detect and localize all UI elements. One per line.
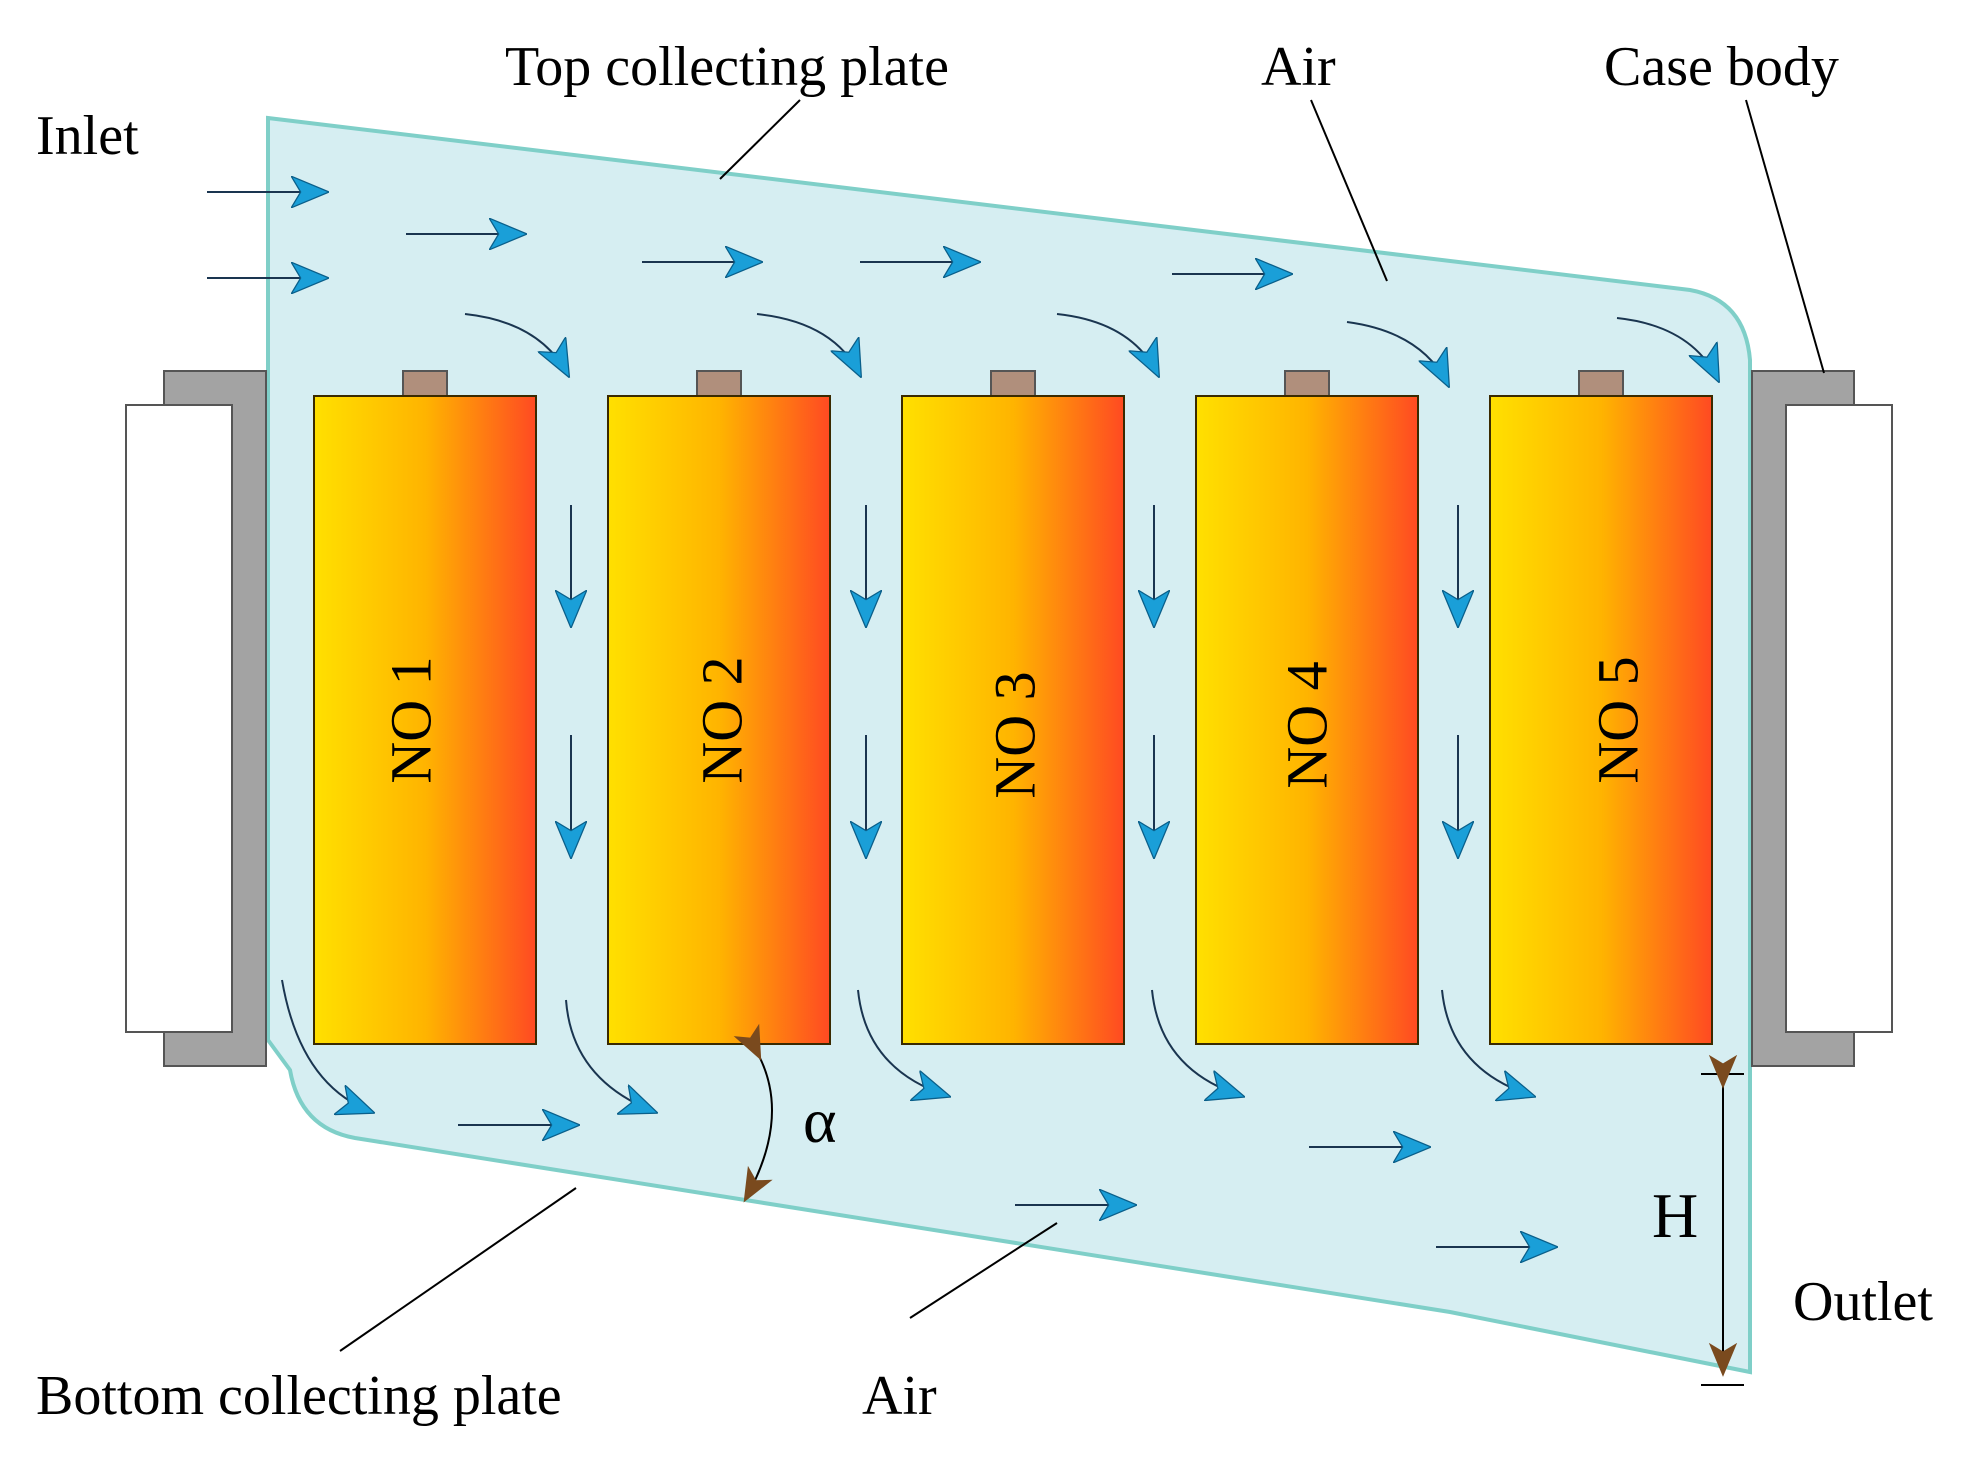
case-body-right <box>1751 370 1893 1067</box>
cell-terminal <box>990 370 1036 397</box>
alpha-angle-arrow <box>733 1023 773 1203</box>
flow-arrow <box>464 313 568 375</box>
case-body-left <box>125 370 267 1067</box>
flow-arrow <box>281 979 372 1112</box>
battery-cell-4: NO 4 <box>1195 370 1419 1045</box>
flow-arrow <box>1056 313 1158 375</box>
cell-terminal <box>1284 370 1330 397</box>
flow-arrow <box>756 313 860 375</box>
leader-air-top <box>1310 99 1388 282</box>
flow-arrow <box>1441 989 1533 1096</box>
flow-arrow <box>857 989 948 1096</box>
height-symbol: H <box>1652 1180 1698 1251</box>
cell-body <box>1489 395 1713 1045</box>
cell-terminal <box>1578 370 1624 397</box>
cell-body <box>901 395 1125 1045</box>
cell-label: NO 2 <box>690 656 755 783</box>
cell-body <box>1195 395 1419 1045</box>
battery-cells: NO 1 NO 2 NO 3 NO 4 NO 5 <box>313 370 1713 1045</box>
battery-cell-3: NO 3 <box>901 370 1125 1045</box>
leader-case-body <box>1745 99 1825 374</box>
cell-label: NO 3 <box>983 671 1048 798</box>
flow-arrow <box>1151 989 1242 1096</box>
cell-body <box>313 395 537 1045</box>
alpha-symbol: α <box>803 1085 837 1156</box>
label-bottom-collecting-plate: Bottom collecting plate <box>36 1365 562 1427</box>
flow-arrow <box>565 999 655 1112</box>
cell-label: NO 5 <box>1586 656 1651 783</box>
battery-cell-2: NO 2 <box>607 370 831 1045</box>
label-outlet: Outlet <box>1793 1271 1933 1333</box>
leader-air-bottom <box>909 1222 1058 1319</box>
cell-label: NO 4 <box>1275 661 1340 788</box>
airflow-arrows <box>207 192 1718 1247</box>
height-dimension: H <box>1652 1054 1744 1386</box>
label-case-body: Case body <box>1604 36 1839 98</box>
label-top-collecting-plate: Top collecting plate <box>505 36 949 98</box>
battery-cell-1: NO 1 <box>313 370 537 1045</box>
flow-arrow <box>1346 321 1448 385</box>
flow-arrow <box>1616 317 1718 380</box>
label-air-bottom: Air <box>862 1365 937 1427</box>
battery-cell-5: NO 5 <box>1489 370 1713 1045</box>
cell-label: NO 1 <box>379 656 444 783</box>
label-inlet: Inlet <box>36 105 139 167</box>
leader-top-plate <box>719 99 801 180</box>
leader-bottom-plate <box>339 1187 577 1352</box>
leader-lines <box>339 99 1825 1352</box>
label-air-top: Air <box>1261 36 1336 98</box>
cell-terminal <box>402 370 448 397</box>
cell-body <box>607 395 831 1045</box>
cell-terminal <box>696 370 742 397</box>
